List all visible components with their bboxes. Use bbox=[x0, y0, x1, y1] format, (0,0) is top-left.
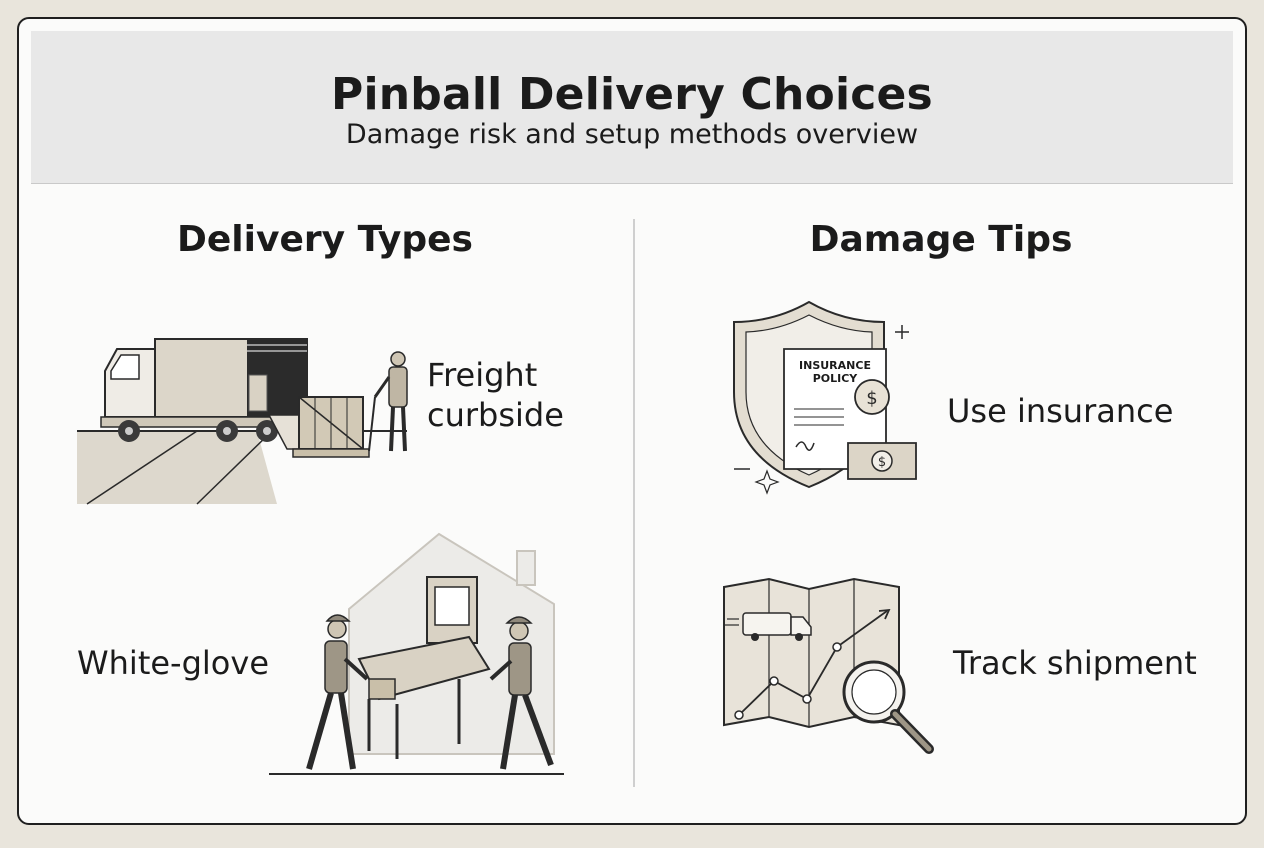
page-subtitle: Damage risk and setup methods overview bbox=[345, 119, 919, 150]
column-divider bbox=[633, 219, 635, 787]
delivery-types-heading: Delivery Types bbox=[177, 219, 473, 260]
infographic-card: Pinball Delivery Choices Damage risk and… bbox=[17, 17, 1247, 825]
policy-doc-text-2: POLICY bbox=[812, 372, 858, 385]
page-title: Pinball Delivery Choices bbox=[331, 69, 933, 120]
svg-text:$: $ bbox=[866, 388, 877, 409]
movers-carrying-pinball-icon bbox=[269, 529, 569, 779]
white-glove-label: White-glove bbox=[77, 644, 269, 682]
freight-label-line1: Freight bbox=[427, 356, 538, 394]
track-shipment-label: Track shipment bbox=[953, 644, 1197, 682]
damage-tips-heading: Damage Tips bbox=[809, 219, 1073, 260]
freight-curbside-label: Freight curbside bbox=[427, 355, 564, 435]
use-insurance-label: Use insurance bbox=[947, 392, 1174, 430]
freight-truck-icon bbox=[77, 319, 417, 509]
policy-doc-text-1: INSURANCE bbox=[799, 359, 871, 372]
svg-text:$: $ bbox=[878, 455, 886, 470]
insurance-shield-icon: $ $ INSURANCE POLICY bbox=[714, 297, 924, 497]
freight-label-line2: curbside bbox=[427, 396, 564, 434]
map-magnifier-icon bbox=[719, 577, 949, 767]
header-band: Pinball Delivery Choices Damage risk and… bbox=[31, 31, 1233, 184]
